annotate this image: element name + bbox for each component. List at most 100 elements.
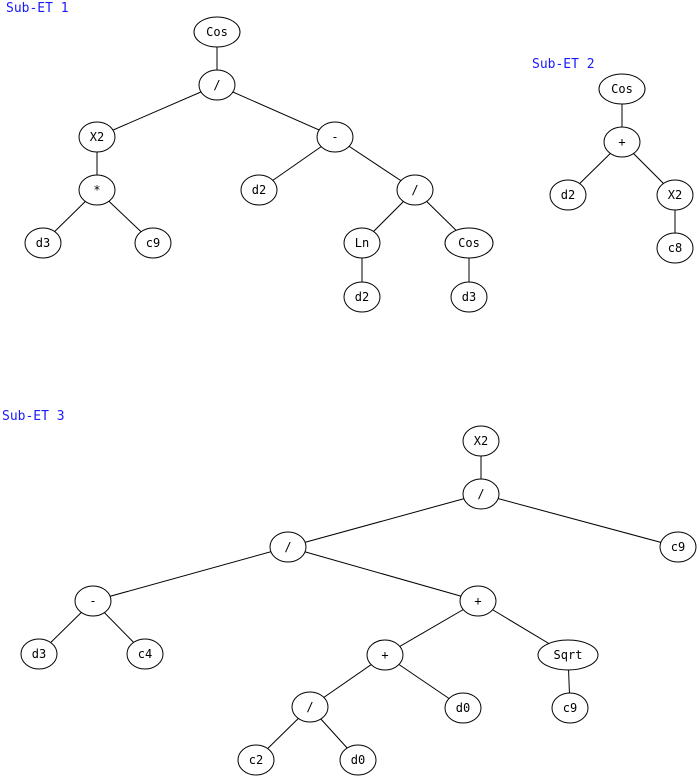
node-label: X2 <box>474 434 488 448</box>
node-label: + <box>381 648 388 662</box>
tree-node: X2 <box>656 179 694 211</box>
node-ellipse <box>462 478 500 510</box>
tree-node: + <box>603 126 641 158</box>
tree-node: c9 <box>659 531 697 563</box>
node-ellipse <box>193 16 241 48</box>
node-ellipse <box>537 639 599 671</box>
tree-node: d0 <box>339 744 377 776</box>
tree-node: + <box>459 585 497 617</box>
node-label: d2 <box>561 188 575 202</box>
node-ellipse <box>551 692 589 724</box>
edge-c2-c4 <box>480 493 679 548</box>
node-ellipse <box>24 227 62 259</box>
edge-a2-a4 <box>216 84 336 138</box>
tree-node: - <box>316 121 354 153</box>
tree-node: * <box>78 174 116 206</box>
tree-node: c2 <box>237 744 275 776</box>
node-label: - <box>89 594 96 608</box>
node-ellipse <box>549 179 587 211</box>
tree-node: d2 <box>240 174 278 206</box>
node-label: Cos <box>206 25 228 39</box>
edge-c6-c9 <box>384 600 479 656</box>
node-label: d3 <box>36 236 50 250</box>
tree-node: / <box>198 69 236 101</box>
node-label: c2 <box>249 753 263 767</box>
tree-node: d3 <box>20 638 58 670</box>
node-ellipse <box>78 174 116 206</box>
node-ellipse <box>78 121 116 153</box>
node-label: * <box>93 183 100 197</box>
node-label: + <box>474 594 481 608</box>
node-ellipse <box>126 638 164 670</box>
node-ellipse <box>444 227 494 259</box>
node-label: / <box>284 540 291 554</box>
node-label: X2 <box>90 130 104 144</box>
node-label: / <box>411 183 418 197</box>
node-label: d3 <box>462 290 476 304</box>
node-label: Sqrt <box>554 648 583 662</box>
node-ellipse <box>598 73 646 105</box>
tree-node: d2 <box>343 281 381 313</box>
tree-node: Cos <box>444 227 494 259</box>
tree-node: - <box>74 585 112 617</box>
node-ellipse <box>316 121 354 153</box>
sub-et-3-title: Sub-ET 3 <box>2 409 65 424</box>
node-label: Cos <box>458 236 480 250</box>
node-label: X2 <box>668 188 682 202</box>
node-ellipse <box>450 281 488 313</box>
node-ellipse <box>240 174 278 206</box>
node-label: / <box>213 78 220 92</box>
node-label: d2 <box>355 290 369 304</box>
node-ellipse <box>343 227 381 259</box>
tree-node: c9 <box>134 227 172 259</box>
tree-node: X2 <box>462 425 500 457</box>
tree-node: / <box>396 174 434 206</box>
tree-node: Cos <box>193 16 241 48</box>
node-ellipse <box>396 174 434 206</box>
tree-node: c4 <box>126 638 164 670</box>
node-ellipse <box>659 531 697 563</box>
tree-node: / <box>462 478 500 510</box>
node-label: c9 <box>563 701 577 715</box>
node-ellipse <box>656 179 694 211</box>
node-ellipse <box>366 639 404 671</box>
node-ellipse <box>20 638 58 670</box>
node-label: d0 <box>351 753 365 767</box>
tree-node: Cos <box>598 73 646 105</box>
node-ellipse <box>269 531 307 563</box>
node-label: / <box>306 700 313 714</box>
tree-node: d3 <box>450 281 488 313</box>
tree-node: d0 <box>444 692 482 724</box>
node-label: d0 <box>456 701 470 715</box>
node-label: Cos <box>611 82 633 96</box>
node-ellipse <box>134 227 172 259</box>
node-ellipse <box>459 585 497 617</box>
tree-node: Ln <box>343 227 381 259</box>
tree-node: c9 <box>551 692 589 724</box>
node-ellipse <box>462 425 500 457</box>
node-label: + <box>618 135 625 149</box>
node-label: - <box>331 130 338 144</box>
edge-a2-a3 <box>96 84 218 138</box>
node-label: c9 <box>146 236 160 250</box>
node-label: / <box>477 487 484 501</box>
tree-node: d3 <box>24 227 62 259</box>
tree-node: / <box>291 691 329 723</box>
node-label: c4 <box>138 647 152 661</box>
sub-et-1-title: Sub-ET 1 <box>6 1 69 16</box>
node-ellipse <box>444 692 482 724</box>
node-ellipse <box>237 744 275 776</box>
tree-node: / <box>269 531 307 563</box>
tree-node: d2 <box>549 179 587 211</box>
node-label: c9 <box>671 540 685 554</box>
tree-node: Sqrt <box>537 639 599 671</box>
node-ellipse <box>339 744 377 776</box>
node-label: Ln <box>355 236 369 250</box>
edge-c3-c5 <box>92 546 289 602</box>
node-label: d2 <box>252 183 266 197</box>
edge-c2-c3 <box>287 493 482 548</box>
tree-node: X2 <box>78 121 116 153</box>
node-ellipse <box>656 232 694 264</box>
